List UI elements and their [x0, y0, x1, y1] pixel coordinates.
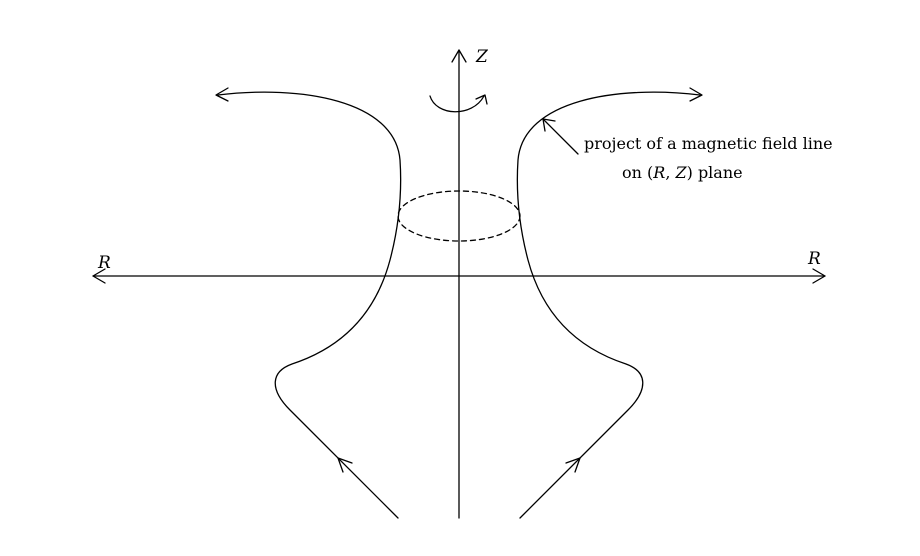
right-field-line [516, 87, 703, 519]
annotation-line-2-z: Z [674, 163, 687, 182]
annotation-line-2-r: R [652, 163, 665, 182]
z-axis-arrowhead [451, 49, 467, 63]
annotation: project of a magnetic field line on (R, … [584, 134, 833, 182]
left-field-line-arrow-upper [215, 87, 229, 102]
annotation-pointer-arrowhead [542, 118, 556, 132]
left-field-line-arrow-lower [337, 457, 353, 473]
annotation-line-2-prefix: on ( [622, 163, 653, 182]
z-axis: Z [451, 47, 489, 519]
r-axis-left-arrowhead [92, 268, 106, 284]
annotation-line-1: project of a magnetic field line [584, 134, 833, 153]
rotation-arrowhead [475, 94, 488, 105]
annotation-pointer-line [542, 118, 579, 155]
z-axis-label: Z [475, 47, 489, 67]
r-axis-right-arrowhead [812, 268, 826, 284]
r-axis: R R [92, 249, 826, 284]
annotation-line-2: on (R, Z) plane [622, 163, 743, 182]
r-axis-right-label: R [807, 249, 821, 269]
annotation-line-2-suffix: ) plane [687, 163, 743, 182]
right-field-line-path [516, 91, 701, 519]
left-field-line [215, 87, 402, 519]
annotation-pointer [542, 118, 579, 155]
left-field-line-path [217, 91, 402, 519]
r-axis-left-label: R [97, 253, 111, 273]
right-field-line-arrow-upper [689, 87, 703, 102]
rotation-arc [429, 95, 485, 113]
rotation-arrow [429, 94, 488, 113]
annotation-line-2-comma: , [665, 163, 675, 182]
right-field-line-arrow-lower [565, 457, 581, 473]
